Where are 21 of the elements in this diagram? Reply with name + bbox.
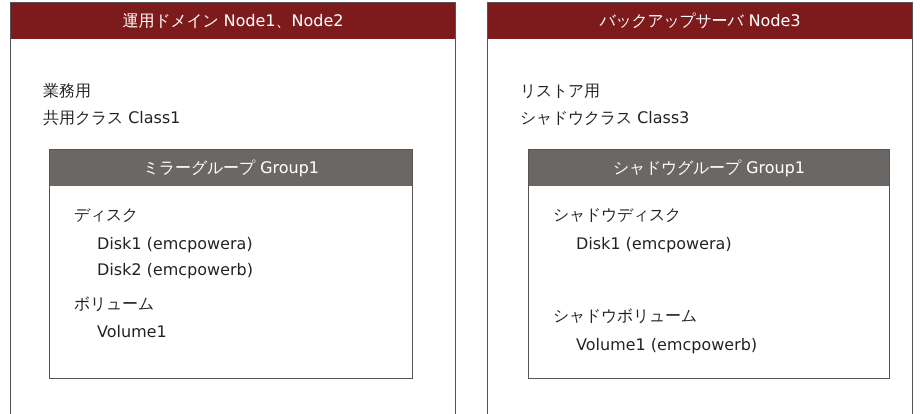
item-label: Disk2 (emcpowerb)	[97, 260, 253, 280]
item-label: シャドウディスク	[553, 205, 681, 225]
item-label: ディスク	[74, 205, 138, 225]
item-label: Volume1	[97, 322, 167, 342]
item-label: 業務用	[43, 81, 91, 101]
item-label: リストア用	[520, 81, 600, 101]
item-label: Disk1 (emcpowera)	[97, 234, 253, 254]
server-panel	[487, 2, 913, 414]
header-title: ミラーグループ Group1	[50, 150, 412, 186]
item-label: シャドウクラス Class3	[520, 108, 690, 128]
item-label: ボリューム	[74, 294, 154, 314]
item-label: 共用クラス Class1	[43, 108, 180, 128]
header-title: 運用ドメイン Node1、Node2	[11, 3, 455, 39]
header-title: バックアップサーバ Node3	[488, 3, 912, 39]
header-title: シャドウグループ Group1	[529, 150, 889, 186]
item-label: Volume1 (emcpowerb)	[576, 335, 758, 355]
group-box	[49, 149, 413, 379]
item-label: シャドウボリューム	[553, 306, 697, 326]
group-box	[528, 149, 890, 379]
item-label: Disk1 (emcpowera)	[576, 234, 732, 254]
domain-panel	[10, 2, 456, 414]
